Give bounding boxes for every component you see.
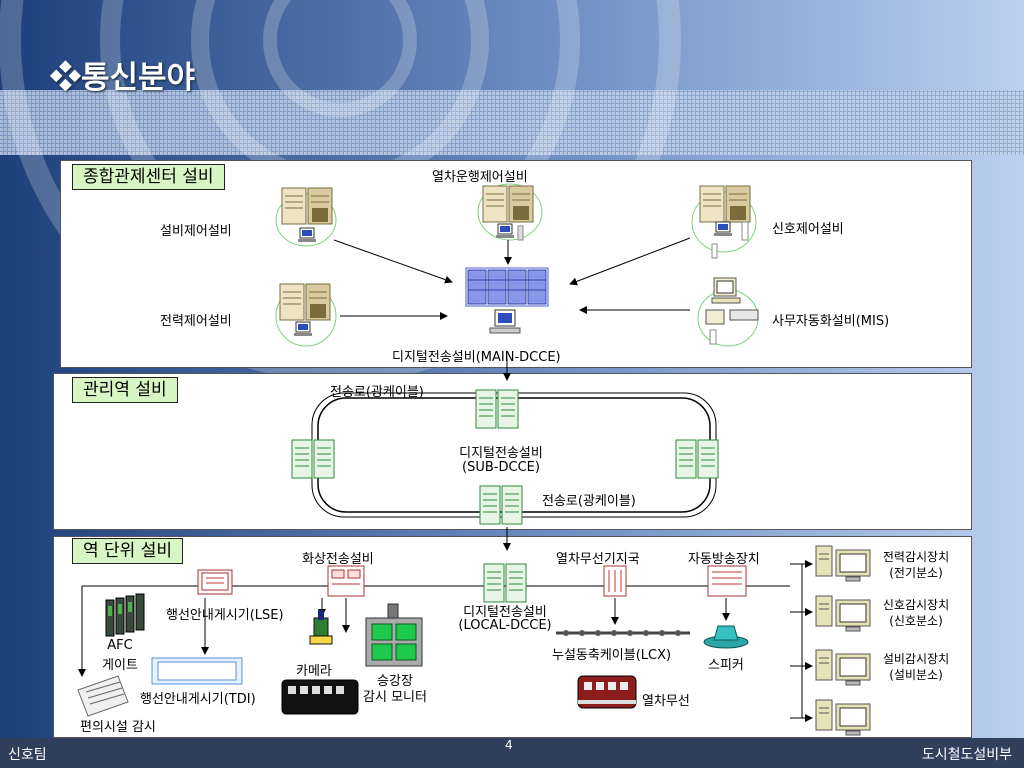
platform-monitor-label-1: 승강장 — [377, 674, 413, 689]
train-control-label: 열차운행제어설비 — [432, 170, 528, 185]
local-dcce-label-1: 디지털전송설비 — [463, 605, 547, 620]
footer-team: 신호팀 — [8, 747, 47, 763]
video-transmission-label: 화상전송설비 — [302, 552, 374, 567]
main-dcce-label: 디지털전송설비(MAIN-DCCE) — [392, 350, 561, 365]
facility-control-label: 설비제어설비 — [160, 224, 232, 239]
page-number: 4 — [505, 738, 513, 752]
train-radio-station-label: 열차무선기지국 — [556, 552, 640, 567]
station-section-label: 역 단위 설비 — [72, 538, 184, 564]
main-dcce-icon — [465, 267, 549, 334]
power-control-label: 전력제어설비 — [160, 314, 232, 329]
power-monitor-label-1: 전력감시장치 — [882, 550, 950, 564]
auto-broadcast-label: 자동방송장치 — [688, 552, 760, 567]
central-section-label: 종합관제센터 설비 — [72, 164, 225, 190]
footer-department: 도시철도설비부 — [921, 747, 1012, 763]
afc-gate-icon — [105, 593, 145, 637]
platform-monitor-icon — [365, 603, 423, 667]
facility-monitor-label-1: 설비감시장치 — [882, 652, 950, 666]
signal-monitor-label-1: 신호감시장치 — [882, 598, 950, 612]
convenience-monitor-label: 편의시설 감시 — [80, 720, 156, 735]
slide-title: ❖통신분야 — [50, 60, 196, 96]
facility-monitor-label-2: (설비분소) — [889, 668, 943, 682]
sub-dcce-label-1: 디지털전송설비 — [459, 446, 543, 461]
fiber-bottom-label: 전송로(광케이블) — [542, 494, 636, 509]
camera-icon — [309, 610, 333, 645]
fiber-top-label: 전송로(광케이블) — [330, 385, 424, 400]
lse-label: 행선안내게시기(LSE) — [166, 608, 284, 623]
sub-dcce-label-2: (SUB-DCCE) — [462, 460, 540, 475]
tdi-label: 행선안내게시기(TDI) — [140, 692, 256, 707]
convenience-monitor-icon — [77, 675, 129, 717]
signal-control-label: 신호제어설비 — [772, 222, 844, 237]
signal-monitor-label-2: (신호분소) — [889, 614, 943, 628]
afc-label-1: AFC — [107, 638, 133, 653]
local-dcce-label-2: (LOCAL-DCCE) — [458, 618, 552, 633]
office-automation-label: 사무자동화설비(MIS) — [772, 314, 890, 329]
camera-label: 카메라 — [296, 664, 332, 679]
train-right-icon — [577, 675, 637, 709]
management-section-label: 관리역 설비 — [72, 377, 178, 403]
speaker-label: 스피커 — [708, 658, 744, 673]
train-radio-label: 열차무선 — [642, 694, 690, 709]
speaker-icon — [703, 625, 749, 649]
lse-icon — [197, 569, 233, 595]
afc-label-2: 게이트 — [102, 658, 138, 673]
power-monitor-label-2: (전기분소) — [889, 566, 943, 580]
platform-monitor-label-2: 감시 모니터 — [363, 690, 427, 705]
train-left-icon — [281, 679, 359, 715]
lcx-label: 누설동축케이블(LCX) — [552, 648, 672, 663]
